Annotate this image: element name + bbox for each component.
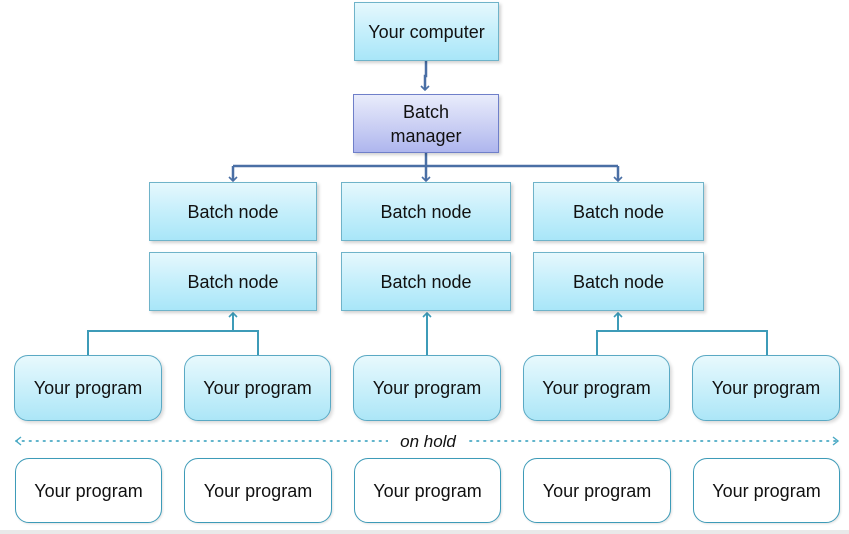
held-program: Your program	[15, 458, 162, 523]
held-program-label: Your program	[712, 480, 821, 501]
batch-node: Batch node	[149, 182, 317, 241]
connector-prog1-to-node	[87, 330, 233, 355]
running-program: Your program	[353, 355, 501, 421]
held-program-label: Your program	[203, 480, 313, 501]
running-program-label: Your program	[711, 378, 821, 398]
running-program-label: Your program	[203, 378, 312, 398]
held-program-label: Your program	[542, 480, 652, 501]
batch-node: Batch node	[533, 182, 704, 241]
held-program: Your program	[693, 458, 840, 523]
batch-node: Batch node	[149, 252, 317, 311]
connector-prog4-to-node	[596, 330, 618, 355]
held-program-label: Your program	[373, 480, 482, 501]
held-program-label: Your program	[34, 480, 143, 501]
running-program-label: Your program	[542, 378, 651, 398]
batch-node: Batch node	[341, 252, 511, 311]
running-program: Your program	[692, 355, 840, 421]
your-computer-label: Your computer	[368, 21, 485, 42]
batch-node-label: Batch node	[187, 271, 279, 292]
batch-node-label: Batch node	[380, 271, 472, 292]
on-hold-label: on hold	[388, 430, 468, 454]
connector-computer-to-manager	[420, 61, 430, 92]
running-program: Your program	[14, 355, 162, 421]
bottom-divider	[0, 530, 849, 534]
running-program-label: Your program	[372, 378, 482, 398]
connector-prog2-to-node	[233, 330, 259, 355]
running-program: Your program	[523, 355, 670, 421]
batch-node-label: Batch node	[572, 271, 665, 292]
batch-node-label: Batch node	[187, 201, 279, 222]
batch-manager-label-line2: manager	[390, 125, 462, 146]
held-program: Your program	[523, 458, 671, 523]
batch-manager-label-line1: Batch	[402, 101, 450, 122]
batch-node: Batch node	[341, 182, 511, 241]
connector-prog5-to-node	[618, 330, 768, 355]
running-program: Your program	[184, 355, 331, 421]
your-computer-box: Your computer	[354, 2, 499, 61]
batch-node-label: Batch node	[380, 201, 472, 222]
batch-manager-box: Batch manager	[353, 94, 499, 153]
batch-node: Batch node	[533, 252, 704, 311]
held-program: Your program	[354, 458, 501, 523]
batch-node-label: Batch node	[572, 201, 665, 222]
running-program-label: Your program	[33, 378, 143, 398]
held-program: Your program	[184, 458, 332, 523]
